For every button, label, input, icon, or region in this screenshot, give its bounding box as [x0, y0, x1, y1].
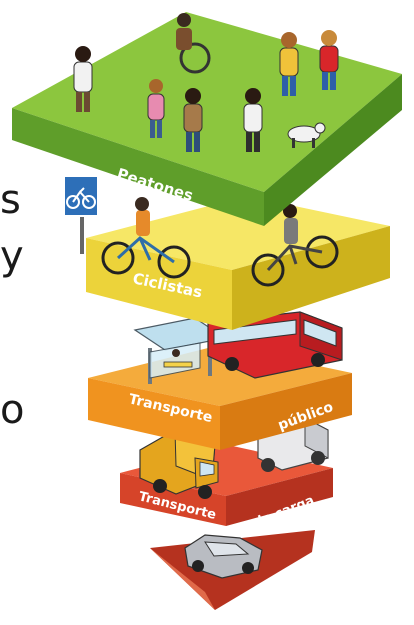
layer-automovil: [150, 530, 315, 610]
